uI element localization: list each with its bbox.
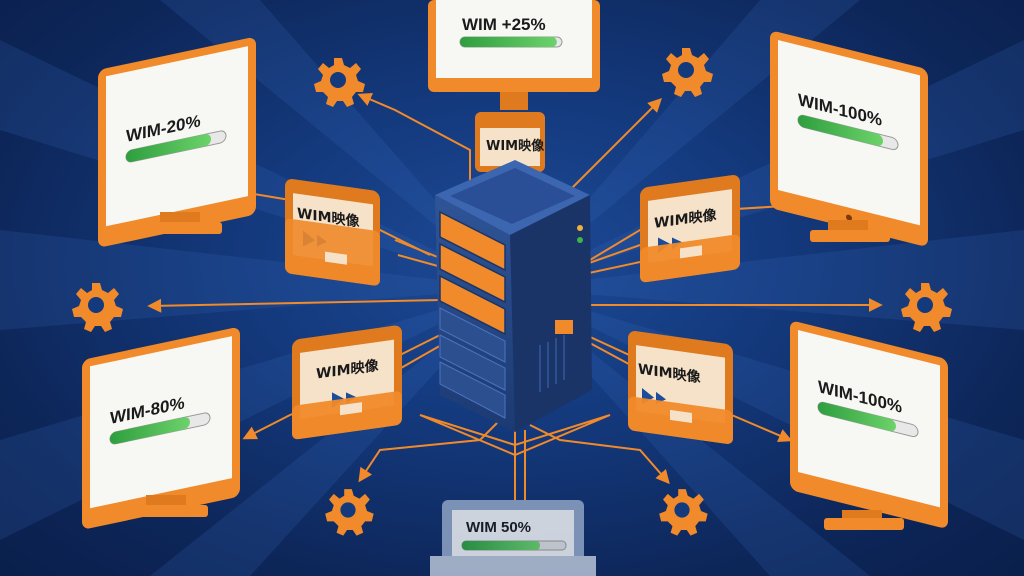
folder-lower-left: WIM映像: [292, 325, 402, 440]
monitor-bottom-progress: [462, 541, 540, 550]
monitor-bottom: WIM 50%: [430, 500, 596, 576]
monitor-top-left: WIM-20%: [98, 37, 256, 247]
gear-icon: [901, 283, 952, 332]
monitor-top-progress: [460, 37, 557, 47]
monitor-top-right-progress: [798, 115, 883, 146]
folder-upper-left: WIM映像: [285, 179, 380, 286]
gear-icon: [659, 489, 708, 536]
monitor-bottom-right-progress: [818, 402, 896, 432]
folder-top-label: WIM映像: [486, 138, 545, 154]
monitor-top: WIM +25%: [428, 0, 600, 110]
monitor-bottom-right: WIM-100%: [790, 321, 948, 528]
folder-upper-right: WIM映像: [640, 174, 740, 283]
server-icon: [419, 160, 611, 457]
monitor-top-label: WIM +25%: [462, 15, 546, 34]
folder-lower-right: WIM映像: [628, 331, 733, 444]
monitor-top-left-progress: [126, 134, 211, 162]
folder-top: WIM映像: [475, 112, 545, 172]
monitor-top-right: WIM-100%: [770, 31, 928, 246]
monitor-bottom-label: WIM 50%: [466, 519, 531, 536]
monitor-bottom-left: WIM-80%: [82, 327, 240, 529]
gear-icon: [72, 283, 123, 332]
gear-icon: [325, 489, 374, 536]
monitor-bottom-left-progress: [110, 417, 190, 444]
